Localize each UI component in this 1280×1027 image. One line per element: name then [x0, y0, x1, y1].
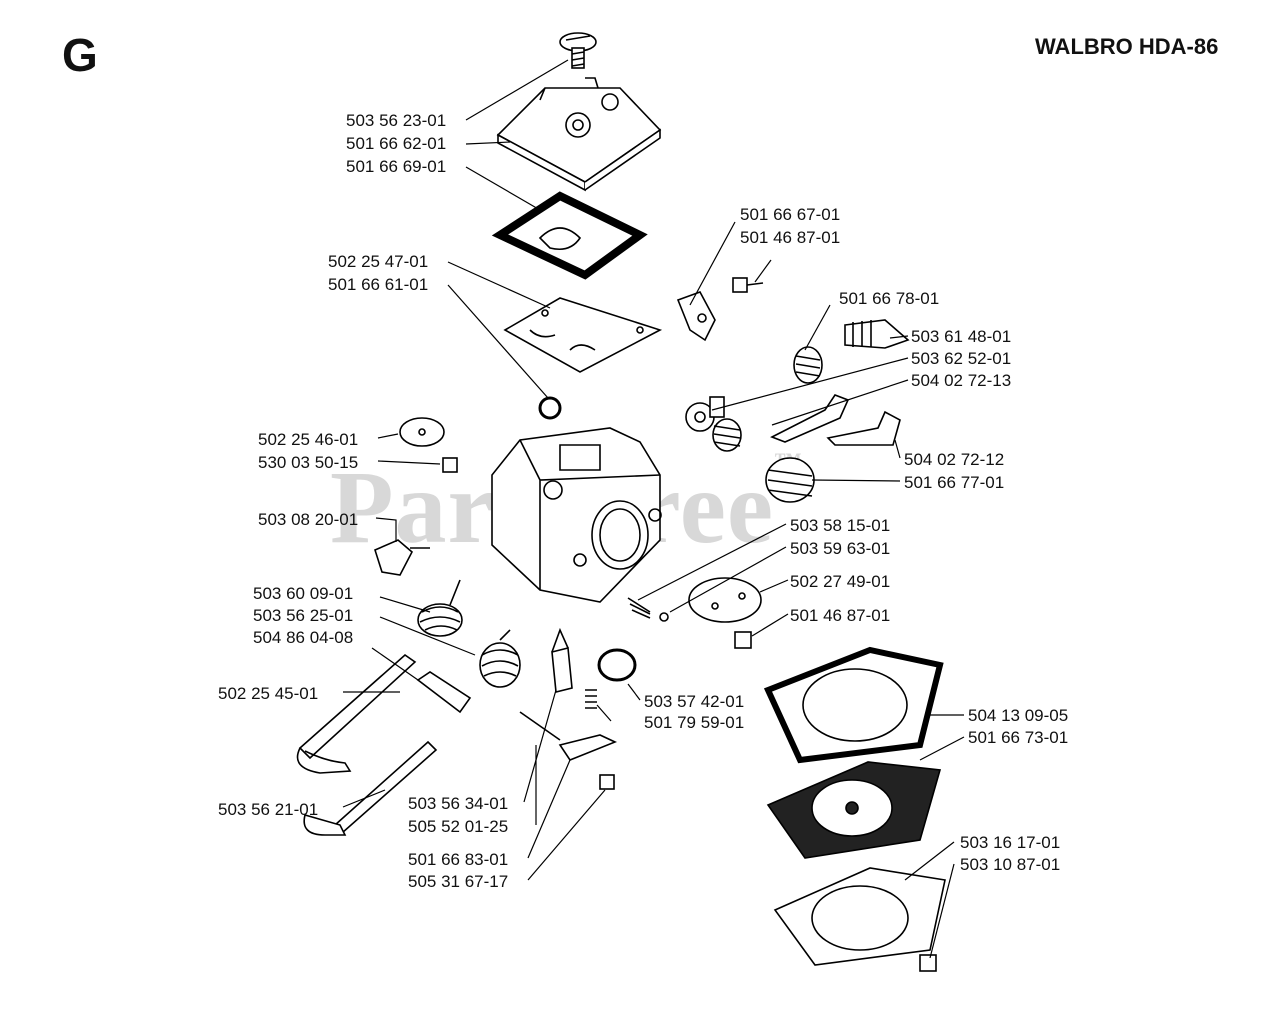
needle-h-part: [770, 394, 850, 443]
part-label[interactable]: 502 25 47-01: [328, 252, 429, 271]
ball-part: [659, 612, 669, 622]
part-label[interactable]: 505 52 01-25: [408, 817, 509, 836]
needle-1-part: [844, 319, 910, 349]
part-label[interactable]: 505 31 67-17: [408, 872, 509, 891]
part-label[interactable]: 501 46 87-01: [740, 228, 841, 247]
throttle-lever-part: [416, 671, 472, 714]
part-label[interactable]: 503 62 52-01: [911, 349, 1012, 368]
part-label[interactable]: 503 56 21-01: [218, 800, 319, 819]
fitting-part: [374, 539, 430, 576]
carburetor-body-part: [491, 427, 662, 603]
part-label[interactable]: 503 60 09-01: [253, 584, 354, 603]
choke-shaft-part: [303, 740, 438, 836]
inlet-screen-part: [538, 396, 562, 420]
part-label[interactable]: 501 66 69-01: [346, 157, 447, 176]
part-label[interactable]: 501 66 67-01: [740, 205, 841, 224]
spring-small-part: [627, 597, 651, 619]
part-label[interactable]: 501 66 61-01: [328, 275, 429, 294]
part-label[interactable]: 501 66 83-01: [408, 850, 509, 869]
part-label[interactable]: 504 02 72-12: [904, 450, 1005, 469]
part-label[interactable]: 503 61 48-01: [911, 327, 1012, 346]
part-label[interactable]: 502 25 45-01: [218, 684, 319, 703]
part-label[interactable]: 503 10 87-01: [960, 855, 1061, 874]
throttle-shaft-part: [296, 653, 417, 774]
part-label[interactable]: 504 02 72-13: [911, 371, 1012, 390]
metering-gasket-part: [763, 646, 944, 764]
needle-spring-part: [585, 689, 597, 709]
spring-1-part: [793, 346, 823, 384]
leader-lines: [342, 59, 965, 959]
cover-screw-small-part: [919, 954, 937, 972]
part-label[interactable]: 504 13 09-05: [968, 706, 1069, 725]
part-label[interactable]: 503 58 15-01: [790, 516, 891, 535]
part-label[interactable]: 503 57 42-01: [644, 692, 745, 711]
lever-bracket-part: [676, 291, 716, 342]
spring-2-part: [712, 418, 742, 452]
part-label[interactable]: 501 66 77-01: [904, 473, 1005, 492]
cover-screw-part: [559, 32, 597, 69]
section-letter: G: [62, 29, 98, 81]
part-label[interactable]: 503 16 17-01: [960, 833, 1061, 852]
part-label[interactable]: 503 56 34-01: [408, 794, 509, 813]
part-label[interactable]: 501 66 73-01: [968, 728, 1069, 747]
part-label[interactable]: 503 59 63-01: [790, 539, 891, 558]
welch-plug-part: [399, 417, 445, 447]
metering-disc-part: [688, 577, 762, 623]
inlet-needle-part: [551, 627, 573, 694]
part-label[interactable]: 530 03 50-15: [258, 453, 359, 472]
part-label[interactable]: 503 56 23-01: [346, 111, 447, 130]
disc-screw-part: [734, 631, 752, 649]
part-label[interactable]: 501 46 87-01: [790, 606, 891, 625]
part-label[interactable]: 503 08 20-01: [258, 510, 359, 529]
spring-3-part: [765, 457, 815, 503]
torsion-spring-2-part: [479, 629, 521, 688]
part-label[interactable]: 501 79 59-01: [644, 713, 745, 732]
pump-gasket-part: [491, 191, 648, 280]
pump-cover-part: [496, 77, 662, 192]
metering-lever-part: [558, 734, 618, 761]
part-label[interactable]: 502 27 49-01: [790, 572, 891, 591]
part-label[interactable]: 502 25 46-01: [258, 430, 359, 449]
model-title: WALBRO HDA-86: [1035, 34, 1219, 59]
torsion-spring-1-part: [417, 579, 463, 637]
metering-diaphragm-part: [766, 761, 942, 859]
cap-part: [685, 396, 725, 432]
pin-part: [519, 711, 561, 741]
part-label[interactable]: 504 86 04-08: [253, 628, 354, 647]
part-label[interactable]: 503 56 25-01: [253, 606, 354, 625]
o-ring-part: [597, 648, 637, 682]
pump-diaphragm-part: [503, 297, 663, 373]
part-label[interactable]: 501 66 78-01: [839, 289, 940, 308]
small-screw-part: [442, 457, 458, 473]
lever-screw-part: [599, 774, 615, 790]
diaphragm-cover-part: [773, 867, 946, 966]
needle-l-part: [826, 410, 901, 446]
part-label[interactable]: 501 66 62-01: [346, 134, 447, 153]
adjust-screw-small-part: [732, 277, 764, 293]
